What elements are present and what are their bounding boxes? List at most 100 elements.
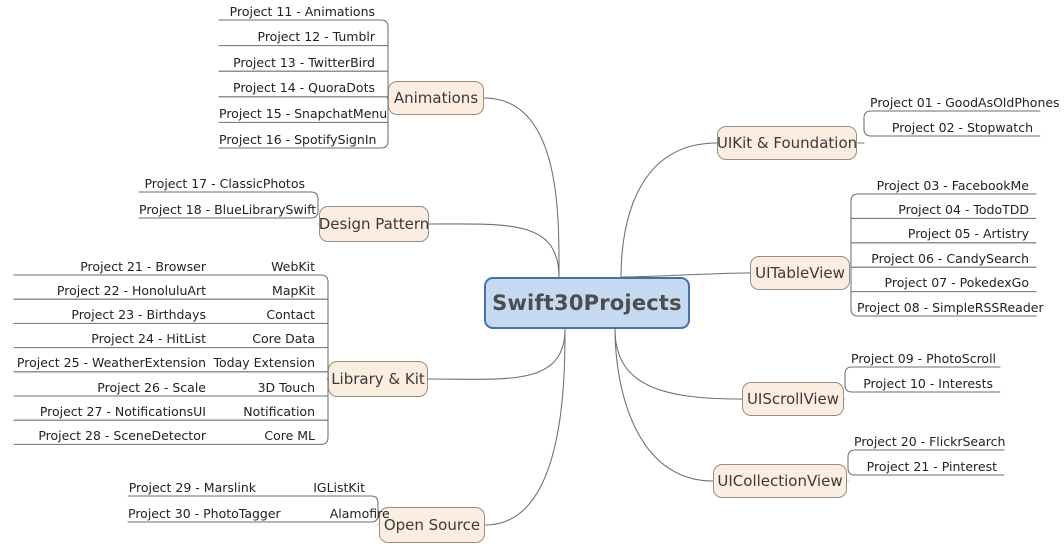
branch-node-animations[interactable]: Animations [388, 81, 484, 115]
edge-root-to-uikit-and-foundation [620, 142, 718, 278]
leaf-label: Project 18 - BlueLibrarySwift [139, 201, 317, 217]
leaf-label: Project 12 - Tumblr [257, 29, 376, 45]
leaf-label: Project 05 - Artistry [907, 226, 1029, 242]
leaf-node[interactable]: Project 18 - BlueLibrarySwift [139, 201, 316, 216]
leaf-node[interactable]: Project 11 - Animations [219, 3, 382, 18]
edge-root-to-uiscrollview [614, 328, 743, 400]
leaf-node[interactable]: Project 27 - NotificationsUI Notification [14, 403, 322, 418]
leaf-node[interactable]: Project 23 - Birthdays Contact [14, 306, 322, 321]
leaf-label: Project 07 - PokedexGo [884, 275, 1029, 291]
leaf-node[interactable]: Project 04 - TodoTDD [857, 201, 1036, 216]
leaf-underline [844, 366, 1001, 375]
leaf-underline [127, 495, 379, 504]
leaf-node[interactable]: Project 15 - SnapchatMenu [219, 105, 387, 120]
leaf-label: Project 16 - SpotifySignIn [219, 131, 377, 147]
leaf-label: Project 06 - CandySearch [871, 250, 1029, 266]
branch-node-uicollectionview[interactable]: UICollectionView [713, 464, 847, 498]
leaf-label: Project 28 - SceneDetector [38, 427, 206, 443]
leaf-label: Project 01 - GoodAsOldPhones [870, 94, 1060, 110]
root-node-label: Swift30Projects [492, 291, 682, 315]
root-node[interactable]: Swift30Projects [484, 277, 690, 329]
leaf-label: Project 22 - HonoluluArt [56, 282, 206, 298]
leaf-node[interactable]: Project 16 - SpotifySignIn [219, 131, 382, 146]
edge-root-to-animations [483, 97, 560, 278]
leaf-underline [847, 449, 1005, 458]
leaf-underline [863, 110, 1041, 119]
leaf-framework-label: IGListKit [313, 479, 365, 495]
leaf-label: Project 29 - Marslink [128, 479, 256, 495]
edge-root-to-library-and-kit [427, 328, 566, 380]
leaf-node[interactable]: Project 03 - FacebookMe [857, 177, 1036, 192]
leaf-label: Project 20 - FlickrSearch [854, 433, 1006, 449]
leaf-node[interactable]: Project 01 - GoodAsOldPhones [870, 94, 1060, 109]
leaf-node[interactable]: Project 28 - SceneDetector Core ML [14, 427, 322, 442]
leaf-node[interactable]: Project 05 - Artistry [857, 226, 1036, 241]
leaf-label: Project 24 - HitList [91, 331, 206, 347]
leaf-node[interactable]: Project 24 - HitList Core Data [14, 331, 322, 346]
leaf-framework-label: MapKit [272, 282, 315, 298]
leaf-underline [850, 193, 1037, 202]
leaf-label: Project 11 - Animations [229, 3, 375, 19]
leaf-framework-label: Today Extension [213, 355, 316, 371]
branch-node-label: UITableView [755, 264, 845, 282]
leaf-label: Project 25 - WeatherExtension [16, 355, 206, 371]
leaf-label: Project 15 - SnapchatMenu [219, 105, 388, 121]
leaf-label: Project 14 - QuoraDots [233, 80, 375, 96]
leaf-label: Project 27 - NotificationsUI [39, 403, 206, 419]
branch-node-uitableview[interactable]: UITableView [750, 256, 850, 290]
leaf-label: Project 26 - Scale [97, 379, 206, 395]
edge-root-to-uicollectionview [614, 328, 714, 482]
leaf-node[interactable]: Project 21 - Browser WebKit [14, 258, 322, 273]
leaf-framework-label: 3D Touch [257, 379, 315, 395]
leaf-node[interactable]: Project 30 - PhotoTagger Alamofire [128, 505, 390, 521]
leaf-node[interactable]: Project 13 - TwitterBird [219, 54, 382, 69]
leaf-framework-label: WebKit [271, 258, 315, 274]
leaf-label: Project 21 - Pinterest [866, 458, 997, 474]
leaf-label: Project 21 - Browser [80, 258, 206, 274]
leaf-framework-label: Core ML [264, 427, 315, 443]
branch-node-label: UIKit & Foundation [716, 134, 858, 152]
leaf-label: Project 03 - FacebookMe [876, 177, 1029, 193]
leaf-framework-label: Alamofire [329, 505, 390, 521]
leaf-node[interactable]: Project 12 - Tumblr [219, 29, 382, 44]
branch-node-label: Library & Kit [331, 370, 425, 388]
leaf-node[interactable]: Project 29 - Marslink IGListKit [128, 479, 372, 494]
edge-root-to-design-pattern [428, 223, 560, 278]
leaf-node[interactable]: Project 09 - PhotoScroll [851, 350, 1000, 365]
leaf-framework-label: Core Data [252, 331, 315, 347]
leaf-node[interactable]: Project 02 - Stopwatch [870, 119, 1040, 134]
leaf-label: Project 30 - PhotoTagger [128, 505, 281, 521]
leaf-underline [138, 191, 319, 200]
leaf-label: Project 02 - Stopwatch [891, 119, 1033, 135]
leaf-node[interactable]: Project 26 - Scale 3D Touch [14, 379, 322, 394]
leaf-node[interactable]: Project 07 - PokedexGo [857, 275, 1036, 290]
branch-node-uikit-and-foundation[interactable]: UIKit & Foundation [717, 126, 857, 160]
leaf-node[interactable]: Project 20 - FlickrSearch [854, 433, 1005, 448]
branch-node-design-pattern[interactable]: Design Pattern [319, 206, 429, 242]
branch-node-library-and-kit[interactable]: Library & Kit [328, 361, 428, 397]
branch-node-label: Design Pattern [318, 215, 430, 233]
leaf-node[interactable]: Project 22 - HonoluluArt MapKit [14, 282, 322, 297]
leaf-node[interactable]: Project 08 - SimpleRSSReader [857, 299, 1044, 314]
branch-node-label: UICollectionView [717, 472, 843, 490]
leaf-label: Project 23 - Birthdays [71, 306, 206, 322]
leaf-node[interactable]: Project 06 - CandySearch [857, 250, 1036, 265]
leaf-label: Project 10 - Interests [863, 375, 993, 391]
branch-node-label: Open Source [383, 516, 481, 534]
leaf-underline [218, 19, 389, 28]
leaf-label: Project 04 - TodoTDD [898, 201, 1029, 217]
branch-node-label: UIScrollView [746, 390, 840, 408]
leaf-node[interactable]: Project 21 - Pinterest [854, 458, 1004, 473]
leaf-node[interactable]: Project 17 - ClassicPhotos [139, 175, 312, 190]
branch-node-uiscrollview[interactable]: UIScrollView [742, 382, 844, 416]
leaf-framework-label: Contact [266, 306, 315, 322]
leaf-label: Project 08 - SimpleRSSReader [857, 299, 1044, 315]
leaf-node[interactable]: Project 14 - QuoraDots [219, 80, 382, 95]
leaf-node[interactable]: Project 10 - Interests [851, 375, 1000, 390]
edge-root-to-open-source [484, 328, 566, 526]
leaf-node[interactable]: Project 25 - WeatherExtension Today Exten… [14, 355, 322, 370]
leaf-framework-label: Notification [243, 403, 315, 419]
branch-node-open-source[interactable]: Open Source [379, 507, 485, 543]
branch-node-label: Animations [393, 89, 479, 107]
